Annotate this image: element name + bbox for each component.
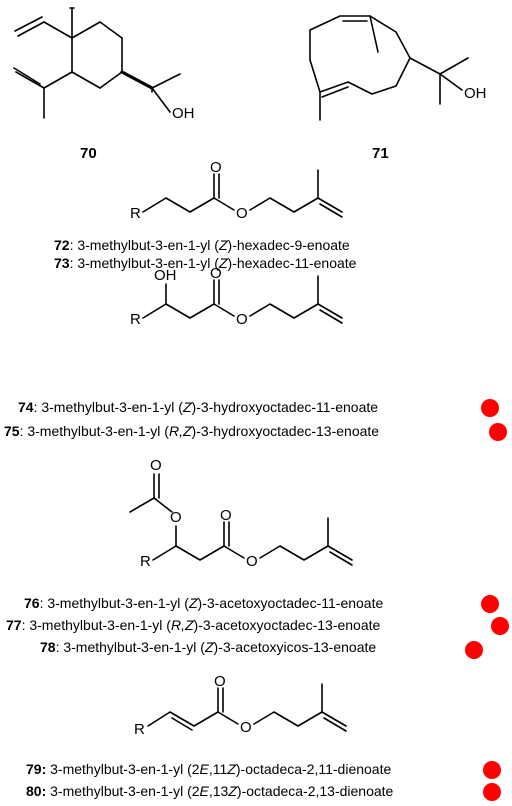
ester-oxygen-79: O <box>240 719 252 736</box>
compound-number-71: 71 <box>372 145 389 162</box>
caption-74: 74: 3-methylbut-3-en-1-yl (Z)-3-hydroxyo… <box>18 399 378 415</box>
structure-76-78: R O O O O <box>129 457 353 570</box>
acetoxy-oxygen-76: O <box>170 509 182 526</box>
caption-73: 73: 3-methylbut-3-en-1-yl (Z)-hexadec-11… <box>54 255 357 271</box>
ester-oxygen-74: O <box>236 311 248 328</box>
compound-number-70: 70 <box>80 145 97 162</box>
hydroxyl-label-70: OH <box>172 105 195 122</box>
caption-78: 78: 3-methylbut-3-en-1-yl (Z)-3-acetoxyi… <box>40 639 376 655</box>
hydroxyl-label-74: OH <box>154 267 177 284</box>
marker-dot-74 <box>481 399 499 417</box>
marker-dot-77 <box>491 617 509 635</box>
r-label-74: R <box>130 311 141 328</box>
marker-dot-75 <box>489 423 507 441</box>
marker-dot-79 <box>483 761 501 779</box>
caption-75: 75: 3-methylbut-3-en-1-yl (R,Z)-3-hydrox… <box>4 423 379 439</box>
structure-72-73: R O O <box>130 159 343 222</box>
caption-77: 77: 3-methylbut-3-en-1-yl (R,Z)-3-acetox… <box>6 617 381 633</box>
carbonyl-oxygen-72: O <box>210 159 222 176</box>
caption-76: 76: 3-methylbut-3-en-1-yl (Z)-3-acetoxyo… <box>24 595 383 611</box>
carbonyl-oxygen-76: O <box>220 507 232 524</box>
ester-oxygen-76: O <box>246 553 258 570</box>
caption-80: 80: 3-methylbut-3-en-1-yl (2E,13Z)-octad… <box>26 783 394 799</box>
structure-71: OH <box>309 15 487 121</box>
caption-79: 79: 3-methylbut-3-en-1-yl (2E,11Z)-octad… <box>26 761 391 777</box>
r-label-79: R <box>134 721 145 738</box>
carbonyl-oxygen-79: O <box>214 673 226 690</box>
carbonyl-oxygen-74: O <box>210 265 222 282</box>
hydroxyl-label-71: OH <box>464 85 487 102</box>
acetyl-oxygen-76: O <box>150 457 162 474</box>
structure-74-75: R OH O O <box>130 265 343 328</box>
marker-dot-80 <box>483 783 501 801</box>
r-label-76: R <box>140 553 151 570</box>
marker-dot-76 <box>481 595 499 613</box>
marker-dot-78 <box>465 641 483 659</box>
caption-72: 72: 3-methylbut-3-en-1-yl (Z)-hexadec-9-… <box>54 237 350 253</box>
r-label-72: R <box>130 205 141 222</box>
structure-79-80: R O O <box>134 673 347 738</box>
ester-oxygen-72: O <box>236 205 248 222</box>
structure-70: OH <box>13 7 195 122</box>
